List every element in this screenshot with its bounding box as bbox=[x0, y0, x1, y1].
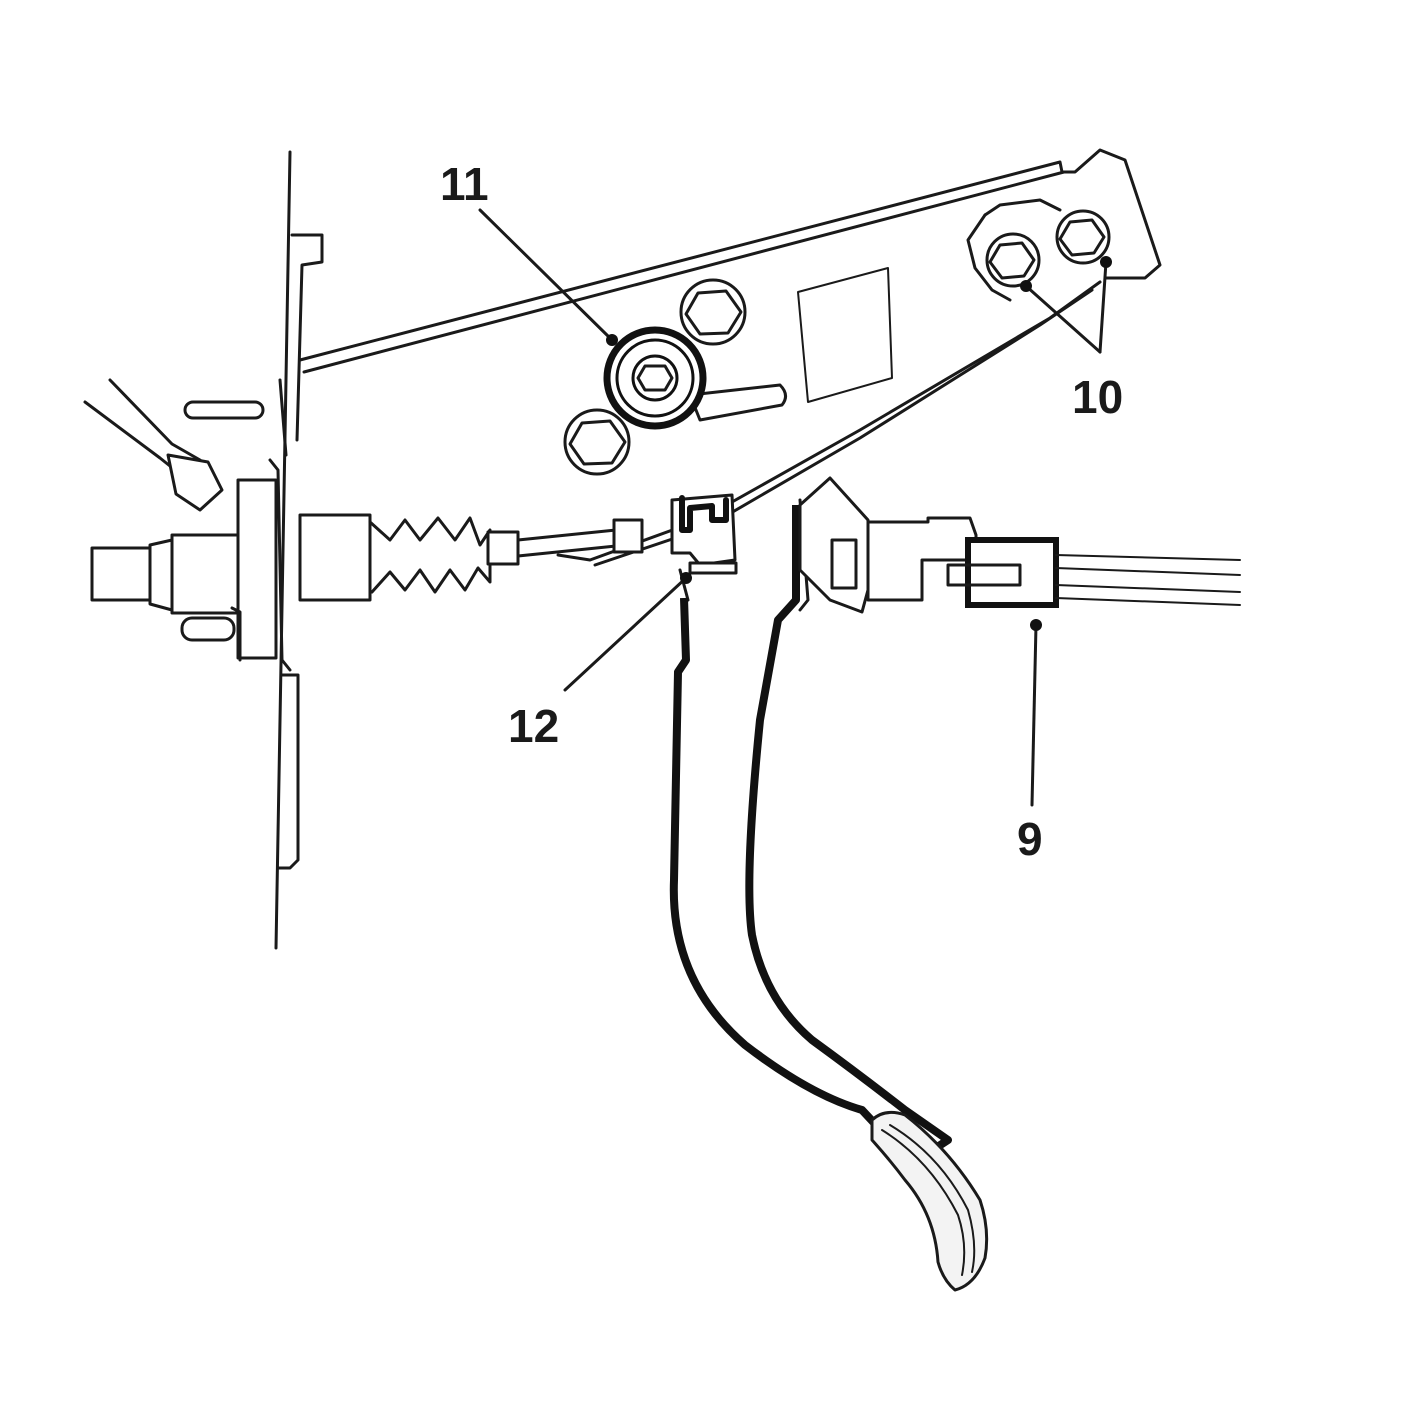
leader-dot-11 bbox=[606, 334, 618, 346]
pivot-nuts bbox=[563, 278, 747, 476]
pedal-switch-bracket bbox=[670, 493, 738, 575]
leader-dot-12 bbox=[680, 572, 692, 584]
lower-pivot-nut bbox=[563, 408, 631, 476]
mounting-nut-right bbox=[1055, 209, 1111, 265]
callout-10: 10 bbox=[1072, 371, 1123, 423]
callout-labels: 11 10 12 9 bbox=[440, 158, 1123, 865]
clutch-switch-connector bbox=[798, 476, 1241, 614]
leader-line-9 bbox=[1030, 623, 1038, 807]
clutch-pedal-arm bbox=[669, 498, 989, 1292]
leader-dot-10a bbox=[1020, 280, 1032, 292]
mounting-nuts bbox=[985, 209, 1111, 288]
mounting-nut-left bbox=[985, 232, 1041, 288]
callout-11: 11 bbox=[440, 158, 489, 210]
pedal-bracket bbox=[298, 148, 1162, 567]
upper-pivot-nut bbox=[679, 278, 747, 346]
leader-line-10b bbox=[1098, 260, 1108, 354]
leader-lines bbox=[478, 208, 1112, 807]
return-spring bbox=[603, 326, 787, 430]
callout-9: 9 bbox=[1017, 813, 1043, 865]
callout-12: 12 bbox=[508, 700, 559, 752]
leader-line-11 bbox=[478, 208, 614, 342]
leader-dot-9 bbox=[1030, 619, 1042, 631]
leader-dot-10b bbox=[1100, 256, 1112, 268]
master-cylinder bbox=[83, 378, 644, 662]
leader-line-10a bbox=[1024, 284, 1102, 354]
firewall-panel bbox=[268, 150, 324, 950]
leader-line-12 bbox=[563, 576, 688, 692]
